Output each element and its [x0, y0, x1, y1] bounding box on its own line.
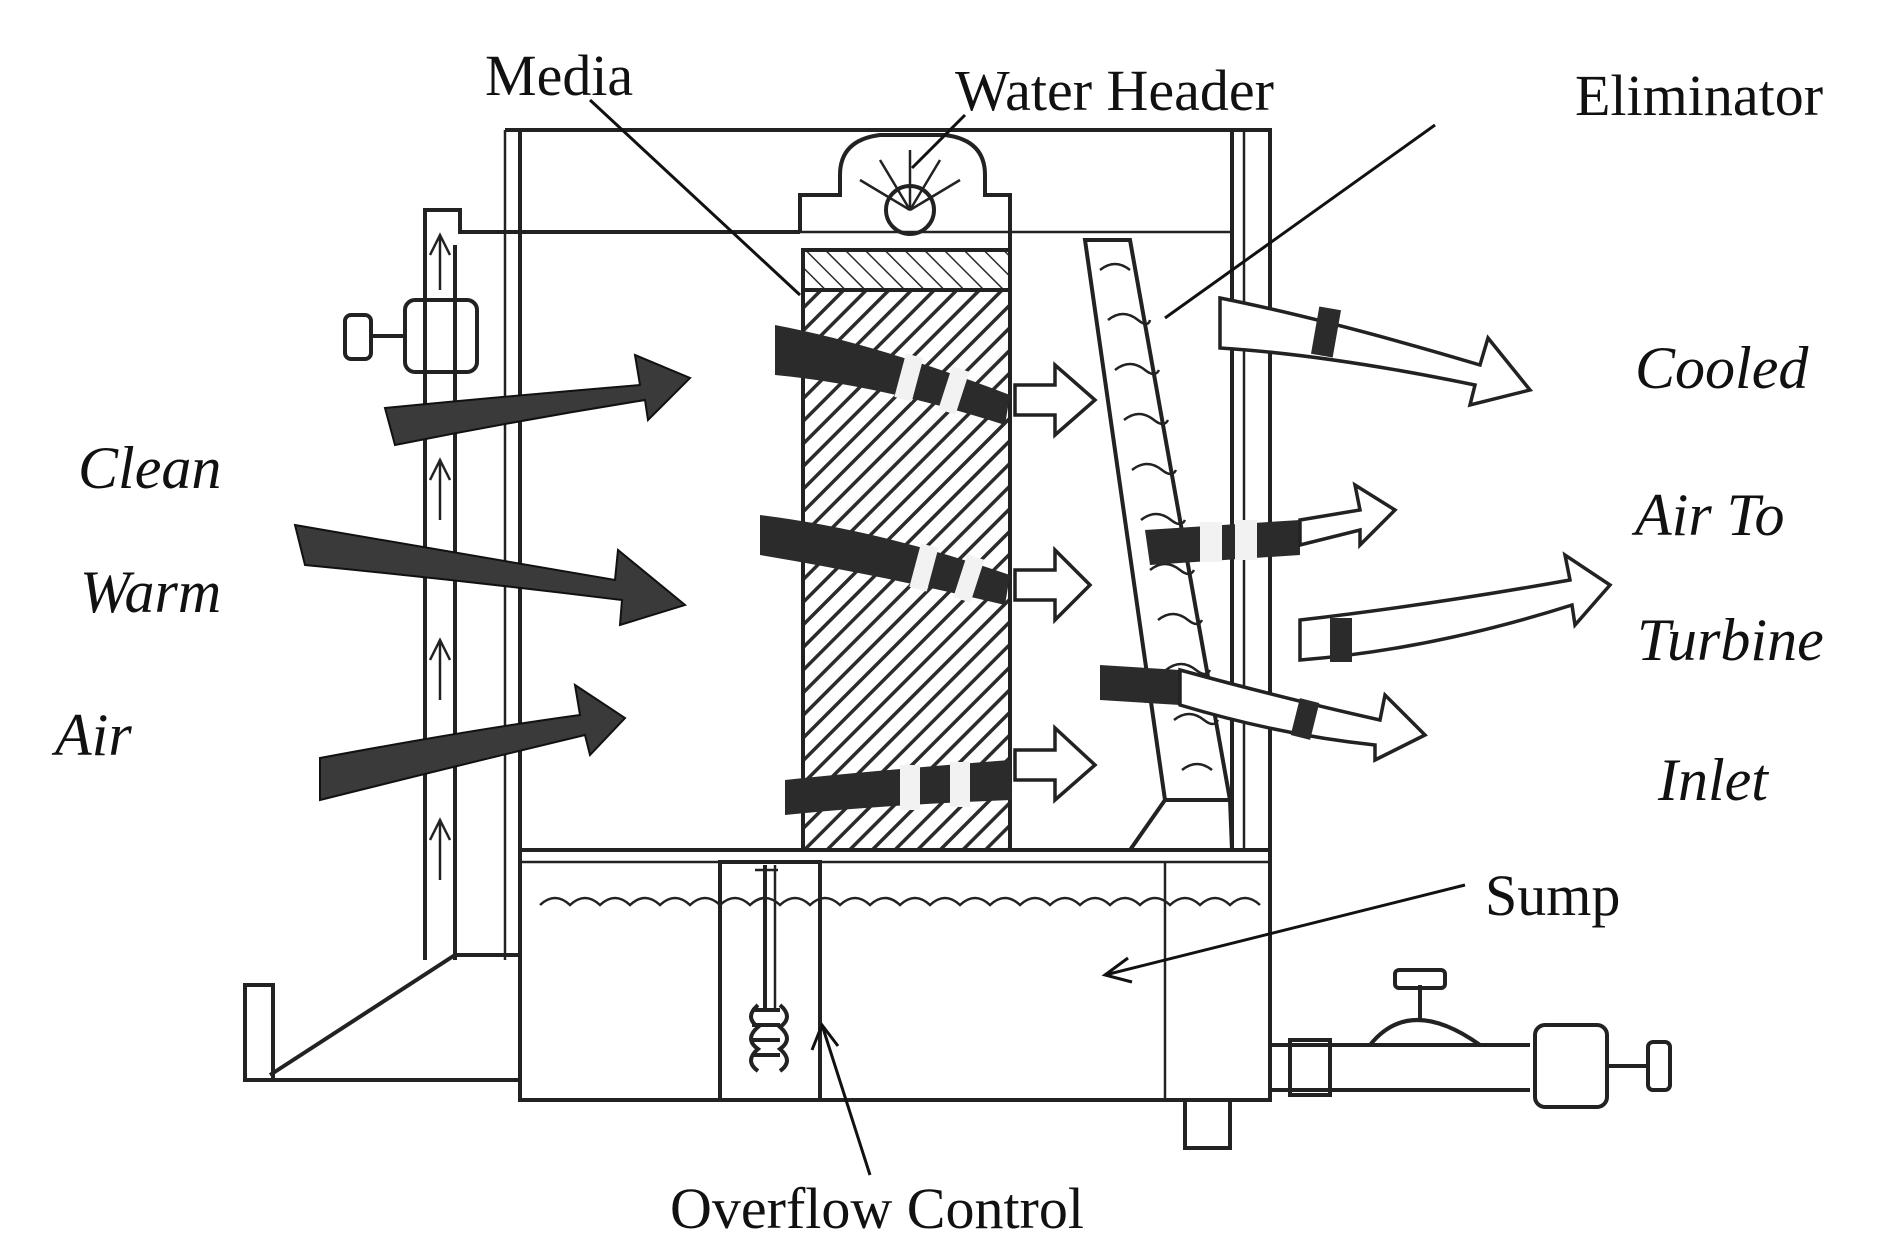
cooled-air-arrow-3: [1298, 551, 1613, 662]
label-warm: Warm: [80, 559, 221, 625]
media-air-bands: [760, 325, 1012, 815]
eliminator-air-bands: [1100, 520, 1300, 705]
water-header-leader: [910, 113, 967, 170]
warm-air-arrow-middle: [293, 523, 688, 627]
label-sump: Sump: [1485, 863, 1620, 928]
overflow-control: [718, 860, 822, 1102]
label-inlet: Inlet: [1657, 747, 1769, 813]
label-air: Air: [51, 702, 132, 768]
sump-leader: [1101, 883, 1466, 984]
label-cooled: Cooled: [1635, 335, 1809, 401]
label-eliminator: Eliminator: [1575, 63, 1823, 128]
overflow-control-leader: [810, 1021, 872, 1176]
labels: Media Water Header Eliminator Clean Warm…: [51, 43, 1824, 1241]
riser-valve: [343, 298, 479, 374]
label-overflow-control: Overflow Control: [670, 1176, 1084, 1241]
cooled-air-arrow-2: [1298, 481, 1398, 550]
pipe-flow-arrows: [428, 232, 452, 880]
label-water-header: Water Header: [955, 58, 1274, 123]
eliminator-band-upper: [1145, 520, 1300, 565]
media-band-middle: [760, 515, 1010, 605]
media-exit-arrow-bottom: [1013, 723, 1098, 804]
eliminator-leader: [1164, 123, 1436, 320]
water-header: [798, 133, 1012, 250]
media-exit-arrows: [1013, 361, 1098, 804]
eliminator-band-lower: [1100, 665, 1180, 705]
label-air-to: Air To: [1631, 482, 1785, 548]
label-clean: Clean: [78, 435, 221, 501]
media-exit-arrow-top: [1013, 361, 1098, 439]
media-leader: [588, 98, 802, 297]
water-header-spray-lines: [859, 150, 961, 212]
media-exit-arrow-middle: [1013, 545, 1093, 625]
label-media: Media: [485, 43, 633, 108]
cooled-air-arrow-1: [1218, 295, 1534, 408]
riser-pipe: [243, 208, 800, 1082]
warm-air-arrow-bottom: [319, 682, 627, 802]
water-surface: [539, 896, 1261, 907]
label-turbine: Turbine: [1637, 607, 1824, 673]
leader-lines: [588, 98, 1466, 1176]
warm-air-arrows: [293, 353, 692, 802]
cooled-air-arrows: [1178, 295, 1613, 763]
eliminator-wave-blades: [1099, 262, 1220, 772]
eliminator: [1082, 238, 1234, 852]
warm-air-arrow-top: [383, 353, 692, 447]
outlet-pipe: [1270, 968, 1672, 1109]
sump-tank: [520, 848, 1270, 1150]
